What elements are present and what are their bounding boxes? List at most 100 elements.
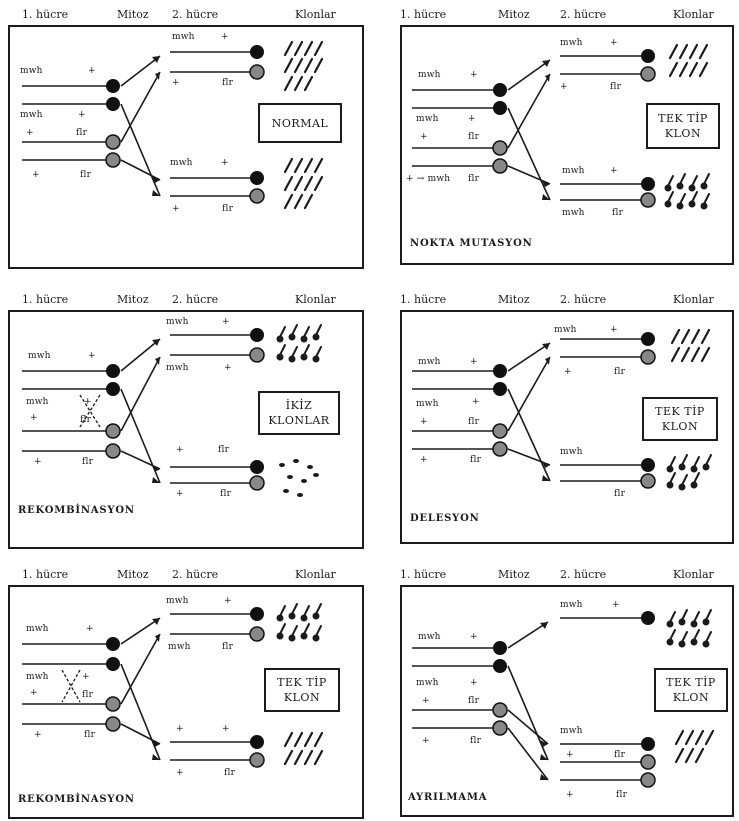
result-line: KLON bbox=[665, 126, 701, 141]
label-mwh: mwh bbox=[26, 397, 49, 407]
panel-caption: DELESYON bbox=[410, 513, 480, 524]
result-box: TEK TİP KLON bbox=[642, 397, 718, 441]
label-mwh: mwh bbox=[560, 600, 583, 610]
label-flr: flr bbox=[224, 768, 235, 778]
label-plus: + bbox=[560, 82, 568, 92]
label-mwh: mwh bbox=[416, 114, 439, 124]
label-mwh: mwh bbox=[168, 642, 191, 652]
result-box: TEK TİP KLON bbox=[654, 668, 728, 712]
label-mwh: mwh bbox=[170, 158, 193, 168]
result-box: TEK TİP KLON bbox=[646, 103, 720, 149]
result-line: TEK TİP bbox=[655, 404, 705, 419]
label-flr: flr bbox=[82, 690, 93, 700]
label-plus: + bbox=[26, 128, 34, 138]
label-plus: + bbox=[221, 32, 229, 42]
label-mwh: mwh bbox=[562, 208, 585, 218]
label-mwh: mwh bbox=[418, 70, 441, 80]
label-mwh: mwh bbox=[26, 624, 49, 634]
label-flr: flr bbox=[614, 367, 625, 377]
label-plus: + bbox=[88, 351, 96, 361]
result-line: KLONLAR bbox=[268, 413, 329, 428]
label-mwh: mwh bbox=[562, 166, 585, 176]
panel-rekombinasyon-ikiz: 1. hücre Mitoz 2. hücre Klonlar bbox=[0, 285, 370, 550]
clone-hairs bbox=[670, 45, 707, 76]
label-mwh: mwh bbox=[20, 66, 43, 76]
label-mwh: mwh bbox=[166, 317, 189, 327]
result-line: TEK TİP bbox=[277, 675, 327, 690]
clone-hairs bbox=[676, 731, 713, 762]
label-flr: flr bbox=[470, 736, 481, 746]
label-plus: + bbox=[224, 596, 232, 606]
label-flr: flr bbox=[222, 642, 233, 652]
label-plus: + bbox=[82, 672, 90, 682]
label-plus: + bbox=[422, 696, 430, 706]
label-mwh: mwh bbox=[26, 672, 49, 682]
label-plus: + bbox=[612, 600, 620, 610]
label-mwh: mwh bbox=[172, 32, 195, 42]
label-flr: flr bbox=[468, 132, 479, 142]
label-flr: flr bbox=[76, 128, 87, 138]
result-box: İKİZ KLONLAR bbox=[258, 391, 340, 435]
panel-rekombinasyon-tek: 1. hücre Mitoz 2. hücre Klonlar bbox=[0, 560, 370, 821]
label-plus: + bbox=[470, 678, 478, 688]
label-plus: + bbox=[34, 457, 42, 467]
label-flr: flr bbox=[82, 457, 93, 467]
panel-ayrilmama: 1. hücre Mitoz 2. hücre Klonlar bbox=[370, 560, 739, 821]
label-flr: flr bbox=[468, 696, 479, 706]
panel-delesyon: 1. hücre Mitoz 2. hücre Klonlar bbox=[370, 285, 739, 550]
label-flr: flr bbox=[610, 82, 621, 92]
label-mwh: mwh bbox=[560, 447, 583, 457]
label-plus: + bbox=[78, 110, 86, 120]
label-plus: + bbox=[34, 730, 42, 740]
label-flr: flr bbox=[80, 415, 91, 425]
result-box: NORMAL bbox=[258, 103, 342, 143]
result-line: TEK TİP bbox=[658, 111, 708, 126]
label-flr: flr bbox=[218, 445, 229, 455]
panel-normal: 1. hücre Mitoz 2. hücre Klonlar bbox=[0, 0, 370, 275]
label-mwh: mwh bbox=[560, 726, 583, 736]
label-plus: + bbox=[176, 445, 184, 455]
label-flr: flr bbox=[222, 78, 233, 88]
label-mwh: mwh bbox=[560, 38, 583, 48]
result-line: KLON bbox=[284, 690, 320, 705]
label-plus: + bbox=[470, 70, 478, 80]
label-plus: + bbox=[30, 413, 38, 423]
label-flr: flr bbox=[468, 417, 479, 427]
label-flr: flr bbox=[84, 730, 95, 740]
label-flr: flr bbox=[222, 204, 233, 214]
label-mwh: mwh bbox=[28, 351, 51, 361]
label-plus: + bbox=[222, 317, 230, 327]
crossover-mark bbox=[62, 670, 80, 702]
label-plus: + bbox=[610, 166, 618, 176]
result-line: İKİZ bbox=[286, 398, 313, 413]
label-plus: + bbox=[472, 397, 480, 407]
label-plus: + bbox=[172, 204, 180, 214]
label-plus: + bbox=[88, 66, 96, 76]
label-mwh: mwh bbox=[166, 596, 189, 606]
label-plus: + bbox=[470, 357, 478, 367]
label-plus: + bbox=[420, 455, 428, 465]
label-plus: + bbox=[610, 325, 618, 335]
label-plus: + bbox=[566, 750, 574, 760]
mutant-clone-hairs bbox=[278, 325, 322, 362]
label-flr: flr bbox=[80, 170, 91, 180]
mutant-clone-hairs bbox=[668, 455, 712, 490]
panel-nokta-mutasyon: 1. hücre Mitoz 2. hücre Klonlar bbox=[370, 0, 739, 275]
result-line: NORMAL bbox=[272, 116, 328, 131]
label-flr: flr bbox=[470, 455, 481, 465]
label-flr: flr bbox=[614, 750, 625, 760]
label-plus: + bbox=[176, 724, 184, 734]
label-plus: + bbox=[172, 78, 180, 88]
label-plus: + bbox=[221, 158, 229, 168]
label-plus: + bbox=[86, 624, 94, 634]
label-flr: flr bbox=[614, 489, 625, 499]
mutant-clone-hairs bbox=[668, 610, 712, 647]
label-plus: + bbox=[422, 736, 430, 746]
label-mwh: mwh bbox=[418, 632, 441, 642]
label-mwh: mwh bbox=[416, 678, 439, 688]
label-plus: + bbox=[420, 132, 428, 142]
label-mwh: mwh bbox=[20, 110, 43, 120]
label-mwh: mwh bbox=[554, 325, 577, 335]
label-flr: flr bbox=[468, 174, 479, 184]
label-plus: + bbox=[566, 790, 574, 800]
